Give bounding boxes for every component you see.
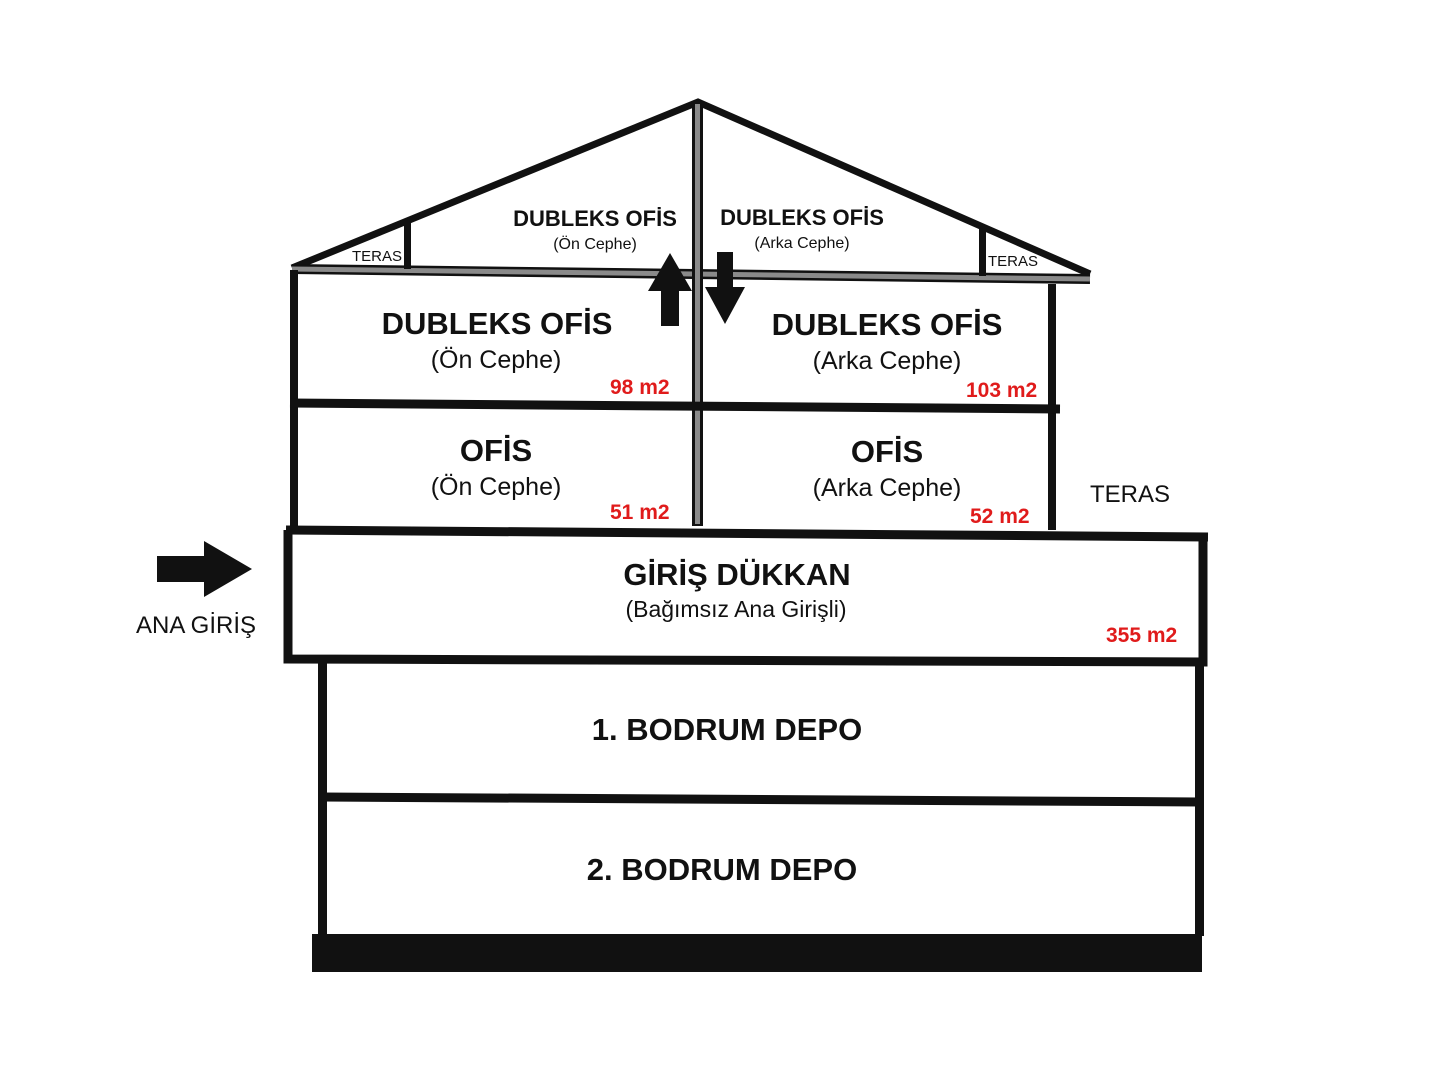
floor3-right-title: DUBLEKS OFİS (771, 307, 1003, 342)
arrow-up-icon (648, 253, 692, 326)
right-terrace-wall (979, 228, 986, 276)
floor2-right-subtitle: (Arka Cephe) (812, 474, 962, 502)
slab-floor2 (285, 525, 1209, 542)
ground-floor-box (283, 530, 1208, 667)
floor2-right-area: 52 m2 (970, 505, 1030, 528)
floor2-left-title: OFİS (459, 433, 533, 468)
arrow-down-icon (705, 252, 745, 324)
floor3-right-area: 103 m2 (966, 379, 1038, 402)
roof-left-subtitle: (Ön Cephe) (553, 236, 637, 253)
roof-left-terrace-label: TERAS (351, 248, 403, 265)
floor2-left-area: 51 m2 (610, 501, 670, 524)
foundation (312, 934, 1202, 972)
basement2-title: 2. BODRUM DEPO (586, 852, 858, 887)
slab-basement (321, 792, 1201, 807)
ground-title: GİRİŞ DÜKKAN (623, 557, 851, 592)
slab-floor3 (289, 398, 1061, 414)
floor3-left-area: 98 m2 (610, 376, 670, 399)
roof-right-terrace-label: TERAS (987, 253, 1039, 270)
roof-left-title: DUBLEKS OFİS (513, 206, 677, 231)
floor3-right-subtitle: (Arka Cephe) (812, 347, 962, 375)
ground-subtitle: (Bağımsız Ana Girişli) (625, 596, 847, 622)
basement1-title: 1. BODRUM DEPO (591, 712, 863, 747)
side-terrace-label: TERAS (1089, 481, 1171, 508)
floor2-left-subtitle: (Ön Cephe) (430, 473, 562, 501)
left-terrace-wall (404, 219, 411, 269)
roof-right-subtitle: (Arka Cephe) (754, 235, 850, 252)
entrance-arrow-icon (157, 541, 252, 597)
floor3-left-subtitle: (Ön Cephe) (430, 346, 562, 374)
entrance-label: ANA GİRİŞ (135, 612, 257, 639)
floor2-right-title: OFİS (850, 434, 924, 469)
roof-right-title: DUBLEKS OFİS (720, 205, 884, 230)
roof-outline (290, 98, 1092, 278)
floor3-left-title: DUBLEKS OFİS (381, 306, 613, 341)
ground-area: 355 m2 (1106, 624, 1178, 647)
